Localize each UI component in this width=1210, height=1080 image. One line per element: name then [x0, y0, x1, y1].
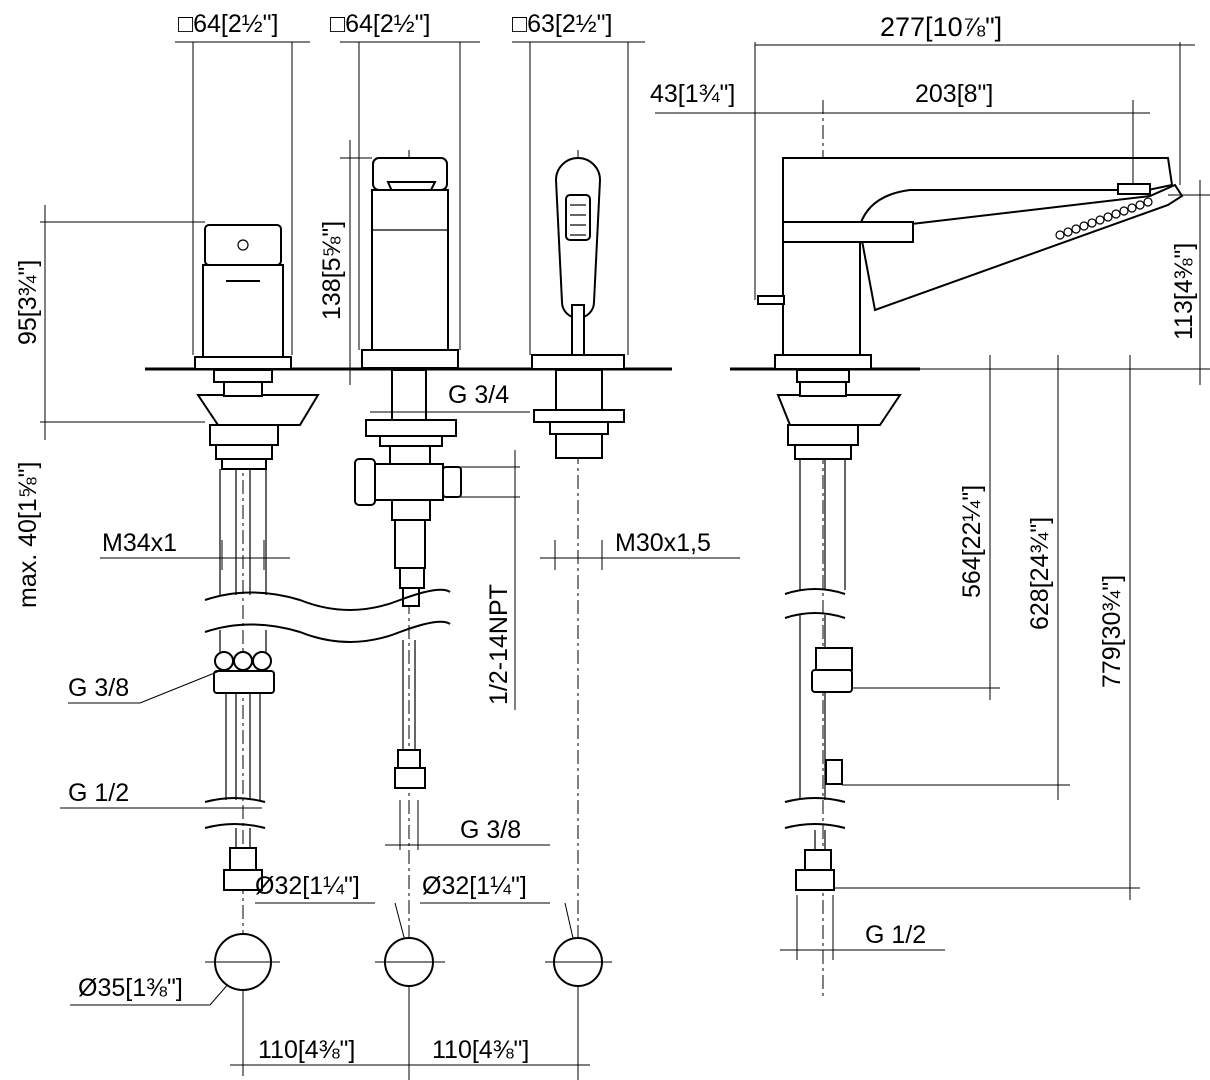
hand-shower-coils [1055, 197, 1153, 240]
label-thread-g34: G 3/4 [448, 381, 509, 409]
label-hole-32-b: Ø32[1¼"] [422, 872, 527, 900]
label-spout-height: 138[5⅝"] [318, 221, 346, 320]
break-line-lower-side-2 [784, 797, 846, 803]
break-line-lower-left-2 [204, 797, 266, 803]
break-line-upper-side [784, 588, 846, 595]
label-hole-35: Ø35[1⅜"] [78, 974, 183, 1002]
label-hole-32-a: Ø32[1¼"] [255, 872, 360, 900]
label-side-height: 113[4⅜"] [1170, 243, 1198, 340]
hand-shower-front [531, 157, 625, 459]
label-conn-g12-right: G 1/2 [865, 921, 926, 949]
label-top-width-2: □64[2½"] [330, 10, 430, 38]
label-spacing-2: 110[4⅜"] [432, 1036, 529, 1064]
break-line-upper-left [204, 588, 451, 611]
label-thread-npt: 1/2-14NPT [485, 584, 513, 705]
label-thread-m30: M30x1,5 [615, 529, 711, 557]
label-top-width-1: □64[2½"] [178, 10, 278, 38]
break-line-lower-side [784, 612, 846, 619]
label-hose-628: 628[24¾"] [1026, 517, 1054, 630]
break-line-lower-left [204, 620, 451, 643]
label-hose-779: 779[30¾"] [1098, 575, 1126, 688]
break-line-lower-left-3 [204, 823, 266, 829]
label-thread-m34: M34x1 [102, 529, 177, 557]
label-hose-564: 564[22¼"] [958, 485, 986, 598]
lever-mixer-front [194, 224, 320, 891]
label-conn-g38-mid: G 3/8 [460, 816, 521, 844]
label-max-deck: max. 40[1⅝"] [14, 462, 42, 608]
spout-valve-front [354, 157, 462, 789]
label-overall-length: 277[10⅞"] [880, 12, 1002, 42]
label-spout-offset: 43[1¾"] [650, 80, 735, 108]
label-spacing-1: 110[4⅜"] [258, 1036, 355, 1064]
label-conn-g38-left: G 3/8 [68, 674, 129, 702]
label-spout-reach: 203[8"] [915, 80, 993, 108]
label-conn-g12-left: G 1/2 [68, 779, 129, 807]
label-lever-height: 95[3¾"] [14, 260, 42, 345]
break-line-lower-side-3 [784, 823, 846, 829]
label-top-width-3: □63[2½"] [512, 10, 612, 38]
